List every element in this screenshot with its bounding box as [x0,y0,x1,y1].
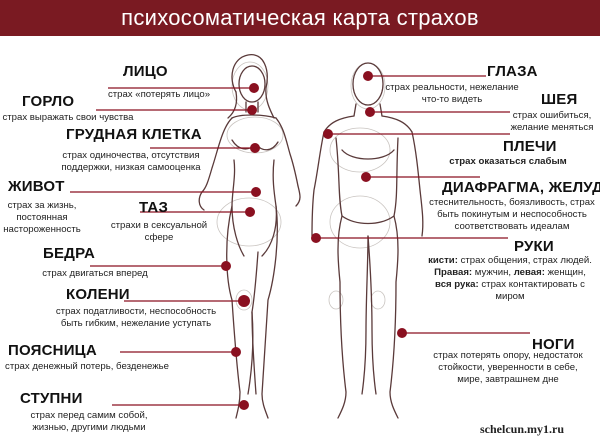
label-arms-text: кисти: страх общения, страх людей. Права… [424,255,596,303]
connector-lines [70,75,530,406]
label-pelvis-heading: ТАЗ [139,199,169,216]
label-lowerback-text: страх денежный потерь, безденежье [5,361,169,372]
arms-hands-label: кисти: [428,255,458,266]
male-figure [311,62,424,419]
label-hips-heading: БЕДРА [43,245,95,262]
label-diaphragm-text: стеснительность, боязливость, страх быть… [429,197,595,232]
label-pelvis-text: страхи в сексуальной сфере [110,220,208,243]
label-face-heading: ЛИЦО [123,63,168,80]
label-shoulders-heading: ПЛЕЧИ [503,138,557,155]
page-title: психосоматическая карта страхов [121,5,479,30]
arms-whole-label: вся рука: [435,279,479,290]
label-knees-heading: КОЛЕНИ [66,286,130,303]
label-belly-text: страх за жизнь, постоянная настороженнос… [3,200,81,235]
label-feet-heading: СТУПНИ [20,390,83,407]
arms-left-text: женщин, [547,267,586,278]
label-throat-heading: ГОРЛО [22,93,75,110]
label-shoulders-text: страх оказаться слабым [449,156,567,167]
label-chest-heading: ГРУДНАЯ КЛЕТКА [66,126,202,143]
arms-right-text: мужчин, [474,267,512,278]
label-legs-heading: НОГИ [532,336,575,353]
label-hips-text: страх двигаться вперед [42,268,148,279]
guide-lines [216,61,391,311]
label-arms-heading: РУКИ [514,238,554,255]
label-chest-text: страх одиночества, отсутствия поддержки,… [61,150,201,173]
label-throat-text: страх выражать свои чувства [2,112,134,123]
label-legs-text: страх потерять опору, недостаток стойкос… [433,350,583,385]
label-diaphragm-heading: ДИАФРАГМА, ЖЕЛУДОК [442,179,600,196]
label-lowerback-heading: ПОЯСНИЦА [8,342,97,359]
label-feet-text: страх перед самим собой, жизнью, другими… [30,410,148,433]
label-belly-heading: ЖИВОТ [8,178,65,195]
arms-left-label: левая: [513,267,545,278]
arms-hands-text: страх общения, страх людей. [460,255,592,266]
label-neck-heading: ШЕЯ [541,91,578,108]
female-figure [198,54,301,419]
arms-whole-text: страх контактировать с миром [481,279,585,302]
label-eyes-heading: ГЛАЗА [487,63,538,80]
label-eyes-text: страх реальности, нежелание что-то видет… [385,82,519,105]
label-knees-text: страх податливости, неспособность быть г… [55,306,217,329]
label-neck-text: страх ошибиться, желание меняться [510,110,594,133]
label-face-text: страх «потерять лицо» [107,89,211,100]
arms-right-label: Правая: [434,267,473,278]
marker-dots [221,71,407,410]
title-banner [0,0,600,36]
watermark: schelcun.my1.ru [480,422,564,436]
